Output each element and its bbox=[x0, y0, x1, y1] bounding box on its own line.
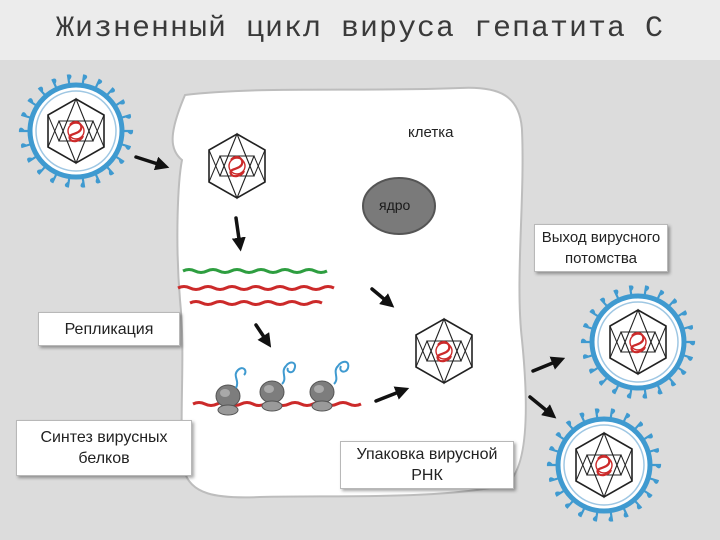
arrow-icon bbox=[528, 395, 557, 419]
arrow-icon bbox=[134, 155, 170, 171]
arrow-icon bbox=[254, 323, 272, 348]
rna-packaging-label: Упаковка вирусной РНК bbox=[340, 441, 514, 489]
ribosome-icon bbox=[215, 384, 241, 416]
arrow-icon bbox=[374, 386, 410, 403]
arrow-icon bbox=[231, 216, 246, 252]
nascent-protein bbox=[333, 360, 350, 385]
progeny-exit-label: Выход вирусного потомства bbox=[534, 224, 668, 272]
arrow-icon bbox=[531, 356, 566, 373]
diagram-title: Жизненный цикл вируса гепатита С bbox=[55, 12, 665, 46]
nascent-protein bbox=[234, 367, 247, 389]
replication-label: Репликация bbox=[38, 312, 180, 346]
ribosome-icon bbox=[309, 380, 335, 412]
rna-strand-green bbox=[182, 268, 328, 274]
nucleus bbox=[362, 177, 436, 235]
ribosome-icon bbox=[259, 380, 285, 412]
rna-strand-red bbox=[189, 300, 323, 306]
protein-synthesis-label: Синтез вирусных белков bbox=[16, 420, 192, 476]
nascent-protein bbox=[281, 361, 296, 385]
rna-strand-red bbox=[177, 285, 335, 291]
arrow-icon bbox=[370, 287, 395, 308]
cell-label: клетка bbox=[408, 124, 454, 141]
nucleus-label: ядро bbox=[379, 197, 411, 213]
